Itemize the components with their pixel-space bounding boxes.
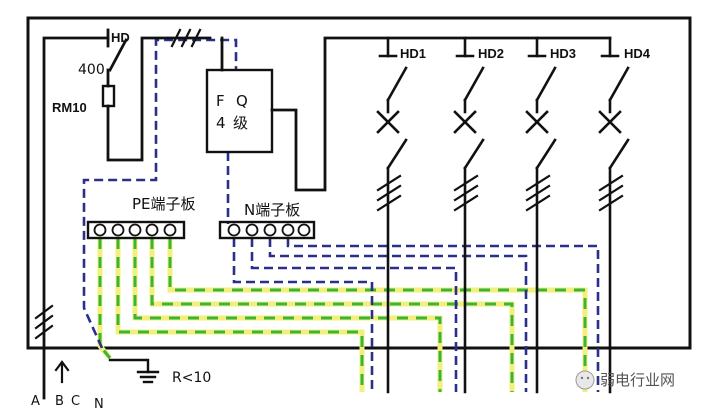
phase-b-arrow — [54, 360, 70, 384]
branch-hd2 — [453, 36, 485, 394]
branch-hd3 — [525, 36, 557, 394]
hd4-label: HD4 — [624, 46, 651, 61]
hd3-label: HD3 — [550, 46, 576, 61]
neutral-label: N — [94, 397, 104, 410]
power-wiring — [34, 28, 612, 400]
hd2-label: HD2 — [478, 46, 504, 61]
pe-board-label: PE端子板 — [132, 195, 196, 213]
fq-4-pole-breaker: F Q 4 级 — [205, 68, 274, 154]
branch-circuits — [376, 36, 630, 394]
ground-connection — [108, 358, 160, 384]
watermark: 弱电行业网 — [575, 370, 675, 390]
phase-c-label: C — [71, 394, 80, 409]
n-board-label: N端子板 — [244, 201, 300, 219]
fq-label-ji: 级 — [233, 114, 248, 132]
hd1-label: HD1 — [400, 46, 426, 61]
fq-label-f: F — [216, 92, 225, 110]
rm10-fuse-label: RM10 — [52, 100, 87, 115]
pe-terminal-board — [86, 220, 186, 240]
pe-conductors — [97, 238, 588, 392]
current-rating-label: 400 — [78, 62, 105, 78]
fq-label-q: Q — [236, 92, 248, 110]
n-terminal-board — [218, 220, 316, 240]
neutral-conductors — [82, 38, 600, 392]
fq-label-4: 4 — [216, 114, 226, 132]
hd-switch-label: HD — [111, 30, 130, 45]
branch-hd4 — [598, 36, 630, 394]
wechat-icon — [575, 370, 595, 390]
resistance-label: R<10 — [172, 370, 211, 386]
phase-b-label: B — [55, 394, 64, 409]
watermark-text: 弱电行业网 — [600, 371, 675, 389]
branch-hd1 — [376, 36, 408, 394]
phase-a-label: A — [31, 394, 40, 409]
cabinet-frame — [26, 16, 692, 350]
